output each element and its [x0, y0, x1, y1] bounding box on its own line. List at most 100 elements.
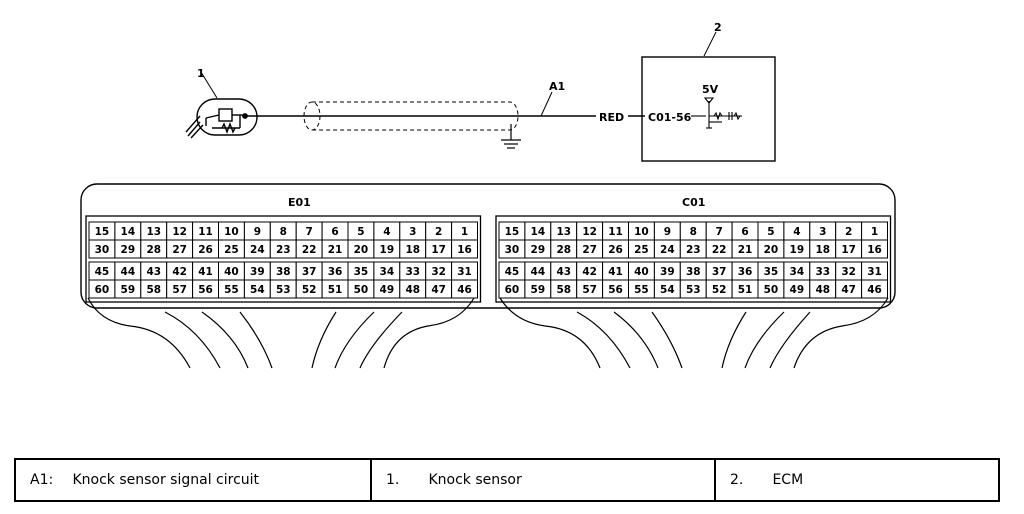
pin-number: 50	[354, 284, 369, 296]
pin-number: 36	[738, 266, 753, 278]
connector-e01-label: E01	[288, 196, 311, 209]
connector-pin: 29	[114, 239, 142, 259]
pin-number: 2	[435, 226, 442, 238]
pin-number: 16	[867, 244, 882, 256]
connector-pin: 32	[425, 261, 453, 281]
pin-number: 45	[505, 266, 520, 278]
connector-pin: 52	[295, 279, 323, 299]
pin-number: 1	[871, 226, 878, 238]
connector-pin: 9	[243, 221, 271, 241]
connector-pin: 43	[550, 261, 578, 281]
connector-pin: 8	[269, 221, 297, 241]
connector-pin: 53	[679, 279, 707, 299]
pin-number: 11	[198, 226, 213, 238]
legend-text: Knock sensor signal circuit	[72, 472, 260, 488]
connector-pin: 60	[88, 279, 116, 299]
connector-pin: 2	[835, 221, 863, 241]
pin-number: 33	[405, 266, 420, 278]
pin-number: 14	[121, 226, 136, 238]
connector-pin: 42	[576, 261, 604, 281]
pin-number: 8	[690, 226, 697, 238]
pin-number: 18	[405, 244, 420, 256]
pin-number: 53	[276, 284, 291, 296]
pin-number: 36	[328, 266, 343, 278]
pin-number: 34	[790, 266, 805, 278]
connector-pin: 60	[498, 279, 526, 299]
pin-number: 46	[867, 284, 882, 296]
pin-number: 5	[357, 226, 364, 238]
connector-pin: 27	[166, 239, 194, 259]
connector-pin: 48	[399, 279, 427, 299]
connector-pin: 41	[192, 261, 220, 281]
pin-number: 56	[608, 284, 623, 296]
legend-table: A1: Knock sensor signal circuit 1. Knock…	[14, 458, 1000, 502]
connector-pin: 29	[524, 239, 552, 259]
pin-number: 20	[354, 244, 369, 256]
connector-pin: 23	[269, 239, 297, 259]
pin-number: 24	[250, 244, 265, 256]
connector-pin: 43	[140, 261, 168, 281]
legend-text: Knock sensor	[428, 472, 522, 488]
connector-pin: 5	[347, 221, 375, 241]
pin-number: 54	[250, 284, 265, 296]
legend-key: A1:	[30, 472, 54, 488]
connector-pin: 5	[757, 221, 785, 241]
pin-number: 8	[280, 226, 287, 238]
connector-pin: 51	[731, 279, 759, 299]
pin-number: 15	[505, 226, 520, 238]
pin-number: 51	[328, 284, 343, 296]
connector-pin: 50	[757, 279, 785, 299]
pin-number: 10	[634, 226, 649, 238]
ground-icon	[501, 124, 521, 149]
connector-pin: 26	[602, 239, 629, 259]
pin-number: 38	[276, 266, 291, 278]
pin-number: 22	[302, 244, 317, 256]
pin-number: 52	[302, 284, 317, 296]
connector-pin: 24	[653, 239, 681, 259]
connector-pin: 30	[88, 239, 116, 259]
pin-number: 9	[254, 226, 261, 238]
connector-pin: 22	[295, 239, 323, 259]
connector-pin: 25	[218, 239, 245, 259]
terminal-label: C01-56	[648, 111, 692, 124]
connector-pin: 57	[576, 279, 604, 299]
pin-number: 42	[172, 266, 187, 278]
connector-pin: 58	[550, 279, 578, 299]
callout-ecm: 2	[714, 21, 722, 34]
connector-pin: 35	[757, 261, 785, 281]
connector-pin: 54	[653, 279, 681, 299]
connector-pin: 6	[731, 221, 759, 241]
pin-number: 49	[790, 284, 805, 296]
pin-number: 25	[224, 244, 239, 256]
connector-pin: 21	[321, 239, 349, 259]
connector-pin: 31	[861, 261, 888, 281]
connector-pin: 20	[347, 239, 375, 259]
pin-number: 27	[172, 244, 187, 256]
connector-pin: 17	[835, 239, 863, 259]
connector-pin: 59	[524, 279, 552, 299]
connector-pin: 52	[705, 279, 733, 299]
connector-pin: 55	[628, 279, 655, 299]
connector-pin: 31	[451, 261, 479, 281]
pin-number: 29	[121, 244, 136, 256]
pin-number: 14	[531, 226, 546, 238]
connector-pin: 13	[140, 221, 168, 241]
pin-number: 6	[331, 226, 338, 238]
connector-pin: 56	[602, 279, 629, 299]
pin-number: 50	[764, 284, 779, 296]
pin-number: 39	[250, 266, 265, 278]
pin-number: 5	[767, 226, 774, 238]
pin-number: 26	[608, 244, 623, 256]
pin-number: 30	[505, 244, 520, 256]
connector-frame	[85, 215, 482, 303]
circuit-label: A1	[549, 80, 565, 93]
connector-pin: 28	[140, 239, 168, 259]
connector-pin: 3	[809, 221, 837, 241]
pin-number: 46	[457, 284, 472, 296]
connector-pin: 14	[524, 221, 552, 241]
connector-pin: 16	[451, 239, 479, 259]
ecm-box	[641, 56, 776, 162]
pin-number: 13	[146, 226, 161, 238]
pin-number: 3	[819, 226, 826, 238]
connector-pin: 54	[243, 279, 271, 299]
